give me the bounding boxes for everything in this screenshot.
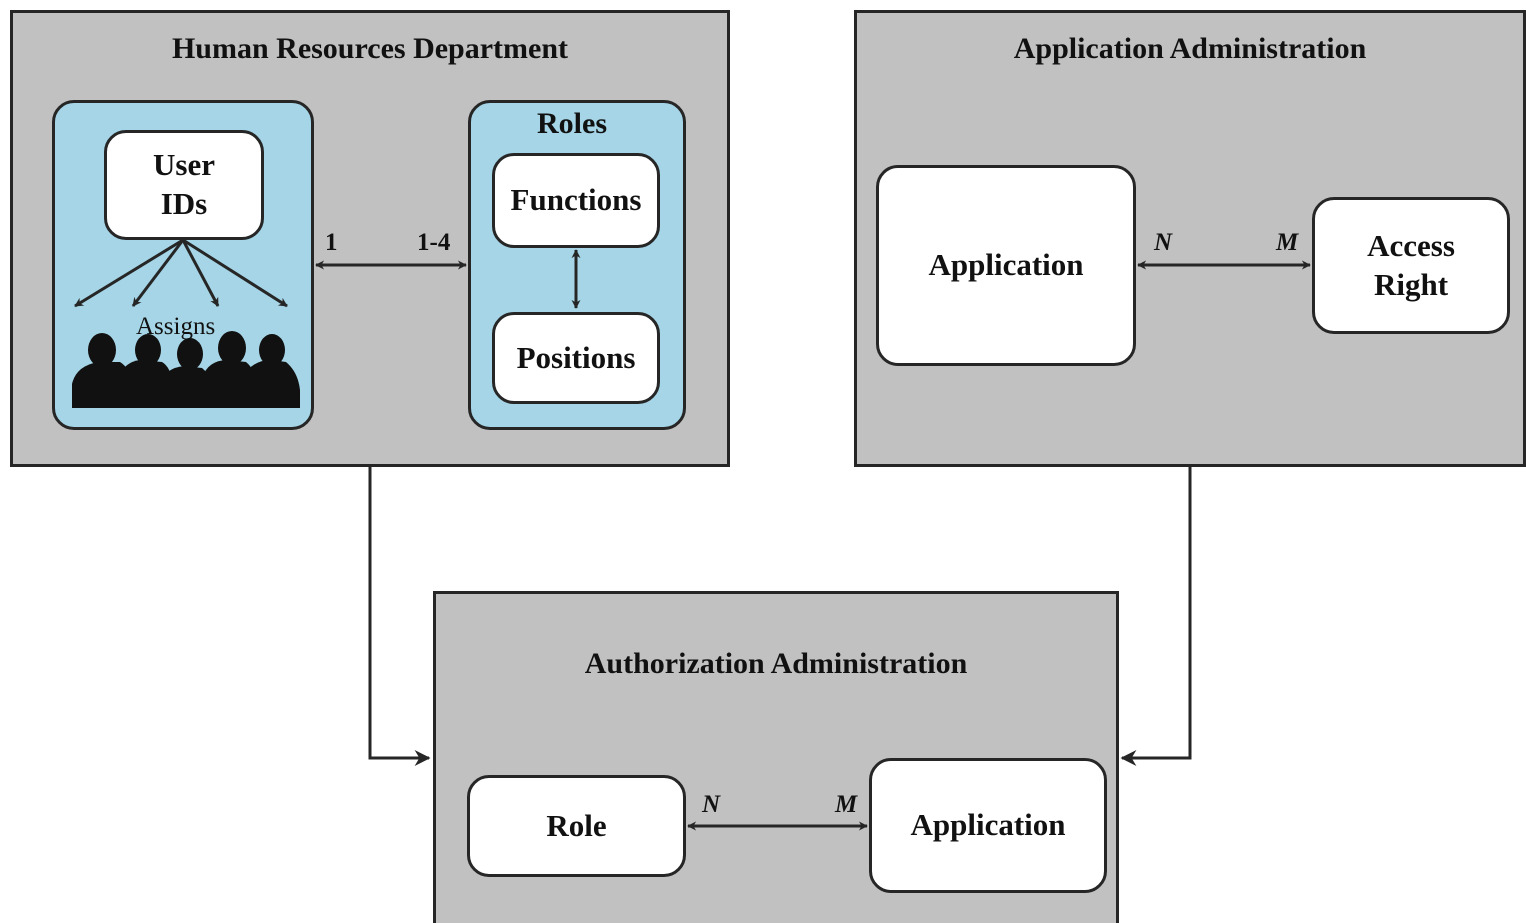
assign-arrow-1	[74, 238, 184, 308]
assign-arrow-3	[181, 239, 220, 307]
access-right-box[interactable]: Access Right	[1312, 197, 1510, 334]
app-admin-card-left: N	[1154, 229, 1173, 256]
auth-admin-card-right: M	[835, 791, 858, 818]
assign-arrow-4	[182, 238, 288, 308]
application-administration-title: Application Administration	[1013, 32, 1367, 65]
app-admin-card-right: M	[1276, 229, 1299, 256]
authorization-administration-title: Authorization Administration	[584, 647, 968, 680]
functions-box[interactable]: Functions	[492, 153, 660, 248]
hr-department-title: Human Resources Department	[171, 32, 569, 65]
auth-application-box[interactable]: Application	[869, 758, 1107, 893]
roles-title: Roles	[537, 107, 607, 140]
positions-box[interactable]: Positions	[492, 312, 660, 404]
user-ids-box[interactable]: User IDs	[104, 130, 264, 240]
application-box[interactable]: Application	[876, 165, 1136, 366]
assign-arrow-2	[131, 239, 185, 307]
auth-admin-card-left: N	[702, 791, 721, 818]
users-roles-card-left: 1	[325, 229, 338, 256]
role-box[interactable]: Role	[467, 775, 686, 877]
users-roles-card-right: 1-4	[417, 229, 451, 256]
app-to-auth-connector	[1120, 467, 1192, 766]
hr-to-auth-connector	[368, 467, 431, 766]
